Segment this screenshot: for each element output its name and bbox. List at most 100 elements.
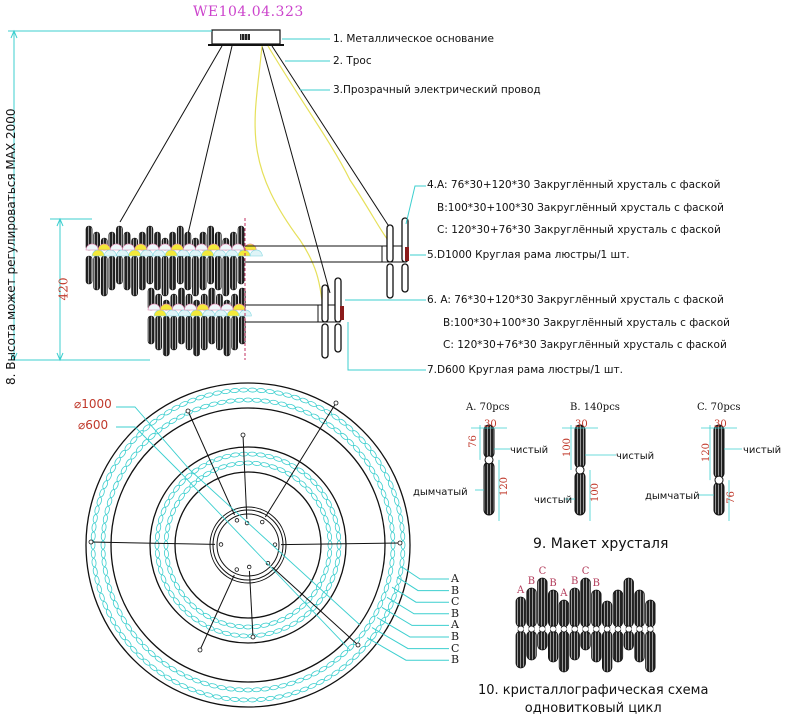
crystal-link [116,608,123,617]
crystal-link [331,669,340,677]
crystal-link [398,514,404,524]
crystal-link [102,566,108,576]
crystal-link [368,465,376,475]
crystal-link [329,506,336,516]
crystal-link [230,388,240,393]
crystal-link [358,646,366,654]
model-code: WE104.04.323 [193,4,304,20]
crystal-link [192,677,201,684]
callout-6c: C: 120*30+76*30 Закруглённый хрусталь с … [443,339,727,351]
scheme-crystal [591,589,602,628]
crystal-link [345,424,354,432]
crystal-link [156,413,165,421]
crystal-link [251,624,262,629]
crystal-link [320,574,326,583]
hanger-point [250,634,256,640]
scheme-crystal [569,587,580,628]
crystal-link [390,549,396,559]
crystal-link [200,403,210,410]
crystal [207,255,215,285]
diameter-1000-leader [116,406,361,626]
crystal-c-name: C. 70pcs [697,402,741,413]
crystal-link [112,600,119,609]
crystal-link [260,622,270,628]
crystal-link [264,453,274,460]
crystal-link [291,394,301,401]
crystal [155,315,163,351]
crystal-link [195,394,205,401]
crystal-link [318,665,328,673]
crystal-link [102,480,109,490]
callout-3: 3.Прозрачный электрический провод [333,84,541,96]
crystal-scheme [514,577,658,673]
ring-leader [401,566,449,580]
crystal [200,315,208,351]
crystal-link [160,574,167,584]
crystal-link [164,531,169,542]
scheme-label: B [549,578,557,589]
crystal-link [222,630,232,637]
crystal-band-scallop [116,249,129,257]
ring-label: B [451,583,460,597]
crystal-band-scallop [165,309,179,317]
crystal-link [345,658,354,666]
lower-ring-crystals [147,287,252,357]
crystal-link [164,548,169,559]
crystal [238,315,246,345]
scheme-label: C [538,566,547,577]
crystal-link [278,401,288,407]
callout-6b: B:100*30+100*30 Закруглённый хрусталь с … [443,317,730,329]
crystal-link [364,442,372,451]
crystal-link [256,632,266,638]
crystal-link [217,685,227,691]
scheme-crystal [580,630,591,651]
crystal-link [130,646,138,654]
crystal-link [168,417,178,425]
crystal-link [390,531,396,541]
ring-label: C [451,641,460,655]
crystal-link [105,472,112,481]
crystal-link [124,442,132,451]
crystal-link [265,389,275,395]
crystal-link [311,670,320,677]
crystal-link [198,463,207,470]
spoke [280,542,401,546]
crystal-link [156,557,162,567]
ring-label: B [451,653,460,667]
crystal-link [332,514,338,524]
crystal-link [222,453,232,460]
crystal-link [167,565,173,575]
crystal-link [352,430,360,438]
crystal-link [225,398,236,404]
crystal-link [167,515,173,525]
crystal-link [388,566,394,576]
crystal-link [315,499,323,509]
hanger-point [355,642,361,648]
dim-420 [50,217,92,362]
ring-leader [396,576,449,592]
crystal [185,315,193,351]
scheme-crystal [558,599,570,628]
crystal-link [320,507,326,516]
crystal-link [303,674,312,681]
crystal-link [234,461,245,466]
crystal-link [179,683,188,689]
crystal-link [380,489,387,498]
outer-ring-inner-edge [110,407,386,683]
scheme-crystal [537,630,548,651]
crystal-band-scallop [238,309,252,317]
crystal-band-scallop [201,249,214,257]
height-label: 8. Высота может регулироваться MAX 2000 [4,108,18,385]
crystal-link [391,488,397,498]
crystal [176,255,184,285]
diameter-600: ⌀600 [78,418,109,432]
crystal-link [373,608,380,617]
crystal-link [336,549,342,559]
ring-leader [371,627,449,650]
crystal-link [352,652,360,660]
crystal-b-name: B. 140pcs [570,402,620,413]
ring-leader [386,596,449,615]
crystal-link [260,686,271,692]
spoke [199,574,235,651]
callout-4b: B:100*30+100*30 Закруглённый хрусталь с … [437,202,724,214]
